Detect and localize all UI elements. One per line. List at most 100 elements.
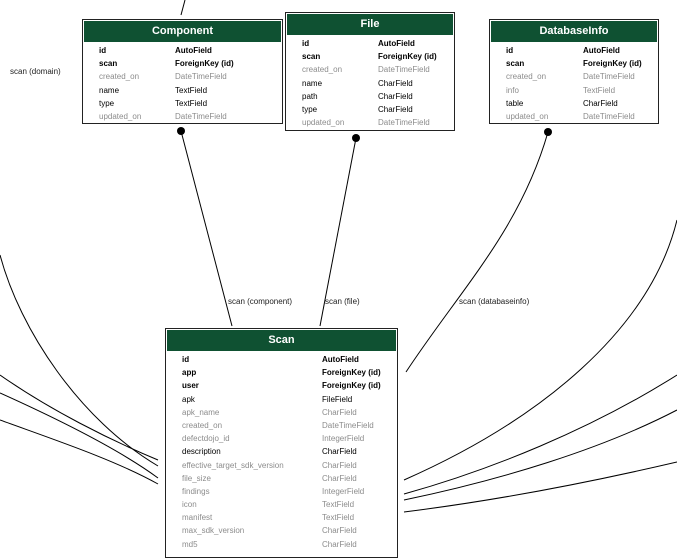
field-row: id AutoField [286, 37, 454, 50]
field-row: scan ForeignKey (id) [286, 50, 454, 63]
edge-domain-to-component [180, 0, 186, 16]
field-name: created_on [182, 420, 223, 430]
field-type: CharField [378, 104, 413, 114]
field-type: FileField [322, 394, 353, 404]
field-type: TextField [175, 98, 208, 108]
field-row: name CharField [286, 77, 454, 90]
field-type: DateTimeField [378, 118, 430, 128]
field-name: apk_name [182, 407, 220, 417]
field-type: ForeignKey (id) [583, 59, 642, 69]
edge-right-4 [403, 461, 677, 513]
field-type: AutoField [378, 39, 415, 48]
field-row: scan ForeignKey (id) [490, 57, 658, 70]
edge-label-component: scan (component) [228, 297, 292, 306]
field-row: app ForeignKey (id) [166, 366, 397, 379]
field-type: CharField [322, 539, 357, 549]
field-type: TextField [322, 513, 355, 523]
edge-right-3 [403, 409, 677, 501]
field-name: table [506, 98, 524, 108]
field-row: type CharField [286, 103, 454, 116]
field-type: DateTimeField [175, 111, 227, 121]
edge-left-4 [0, 419, 159, 485]
field-name: created_on [99, 72, 140, 82]
edge-right-2 [403, 374, 677, 495]
edge-databaseinfo-scan [405, 131, 549, 373]
field-row: path CharField [286, 90, 454, 103]
field-name: scan [99, 59, 118, 69]
field-type: TextField [175, 85, 208, 95]
field-name: defectdojo_id [182, 434, 230, 444]
field-type: CharField [322, 407, 357, 417]
field-type: TextField [322, 500, 355, 510]
table-scan-title: Scan [166, 329, 397, 351]
field-name: id [182, 355, 190, 364]
edge-file-scan [319, 137, 357, 327]
field-type: IntegerField [322, 434, 365, 444]
field-row: defectdojo_id IntegerField [166, 432, 397, 445]
field-row: updated_on DateTimeField [286, 116, 454, 129]
edge-component-scan [180, 130, 233, 327]
field-name: id [99, 46, 107, 55]
field-type: DateTimeField [322, 420, 374, 430]
field-name: updated_on [302, 118, 345, 128]
field-name: created_on [302, 65, 343, 75]
edge-left-2 [0, 374, 159, 461]
field-type: ForeignKey (id) [378, 52, 437, 62]
fk-endpoint-component [177, 127, 185, 135]
field-name: info [506, 85, 519, 95]
field-name: id [506, 46, 514, 55]
field-row: created_on DateTimeField [286, 63, 454, 76]
table-component-title: Component [83, 20, 282, 42]
field-name: updated_on [99, 111, 142, 121]
field-row: created_on DateTimeField [166, 419, 397, 432]
edge-left-3 [0, 392, 159, 479]
field-name: scan [506, 59, 525, 69]
field-name: effective_target_sdk_version [182, 460, 284, 470]
field-name: user [182, 381, 199, 391]
field-name: name [99, 85, 120, 95]
field-type: DateTimeField [378, 65, 430, 75]
field-name: description [182, 447, 221, 457]
field-row: updated_on DateTimeField [83, 110, 282, 123]
field-name: icon [182, 500, 197, 510]
fk-endpoint-databaseinfo [544, 128, 552, 136]
field-name: path [302, 91, 318, 101]
field-type: ForeignKey (id) [322, 368, 381, 378]
field-row: effective_target_sdk_version CharField [166, 459, 397, 472]
field-name: type [99, 98, 115, 108]
edge-label-file: scan (file) [325, 297, 360, 306]
field-type: DateTimeField [583, 72, 635, 82]
field-name: name [302, 78, 323, 88]
fk-endpoint-file [352, 134, 360, 142]
field-name: app [182, 368, 197, 378]
field-name: scan [302, 52, 321, 62]
field-row: icon TextField [166, 498, 397, 511]
field-type: CharField [322, 526, 357, 536]
field-type: CharField [322, 447, 357, 457]
field-type: CharField [322, 460, 357, 470]
field-type: CharField [378, 78, 413, 88]
field-name: type [302, 104, 318, 114]
field-name: id [302, 39, 310, 48]
field-type: CharField [378, 91, 413, 101]
field-name: md5 [182, 539, 198, 549]
